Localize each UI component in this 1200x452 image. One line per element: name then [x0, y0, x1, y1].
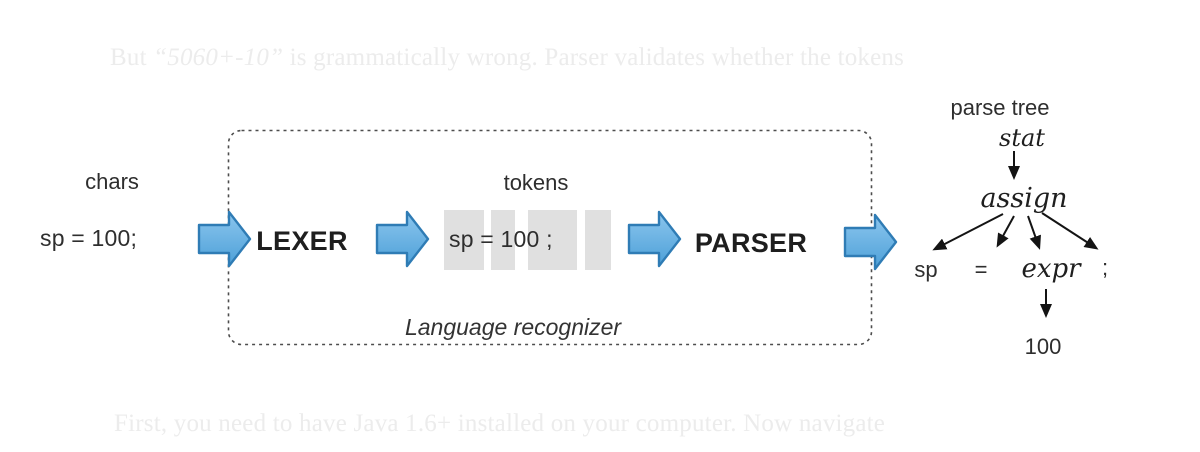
- parse-tree-title: parse tree: [950, 95, 1050, 120]
- lexer-label: LEXER: [256, 226, 348, 256]
- parse-tree-edges: [932, 151, 1099, 318]
- faded-context-line-top: But “5060+-10” is grammatically wrong. P…: [110, 44, 904, 72]
- tree-edge-assign-sp: [932, 213, 1004, 251]
- tree-node-assign: assign: [980, 183, 1068, 214]
- tree-node-expr: expr: [1021, 254, 1081, 284]
- input-chars-value: sp = 100;: [40, 225, 138, 251]
- tokens-value: sp = 100 ;: [449, 226, 553, 252]
- tree-leaf-eq: =: [974, 257, 988, 282]
- faded-top-prefix: But: [110, 44, 154, 71]
- tree-edge-assign-expr: [1027, 215, 1041, 250]
- tree-leaf-100: 100: [1024, 334, 1062, 359]
- faded-top-italic: “5060+-10”: [153, 44, 284, 71]
- tokens-label: tokens: [503, 170, 569, 195]
- tree-edge-assign-eq: [996, 215, 1015, 248]
- tree-node-stat: stat: [999, 124, 1045, 152]
- tree-edge-assign-semi: [1041, 212, 1099, 250]
- parser-label: PARSER: [694, 228, 808, 258]
- token-box-sp: [444, 210, 484, 270]
- faded-context-line-bottom: First, you need to have Java 1.6+ instal…: [114, 410, 886, 437]
- flow-arrow-icon-lexer-to-tokens: [375, 210, 430, 268]
- faded-top-suffix: is grammatically wrong. Parser validates…: [283, 44, 905, 71]
- tree-leaf-sp: sp: [914, 257, 938, 282]
- language-recognizer-label: Language recognizer: [404, 314, 622, 340]
- chars-label: chars: [85, 169, 139, 194]
- token-box-100: [528, 210, 577, 270]
- token-box-eq: [491, 210, 515, 270]
- flow-arrow-icon-chars-to-lexer: [197, 210, 252, 268]
- flow-arrow-icon-parser-to-tree: [843, 213, 898, 271]
- tree-leaf-semi: ;: [1101, 255, 1109, 280]
- flow-arrow-icon-tokens-to-parser: [627, 210, 682, 268]
- token-box-semi: [585, 210, 611, 270]
